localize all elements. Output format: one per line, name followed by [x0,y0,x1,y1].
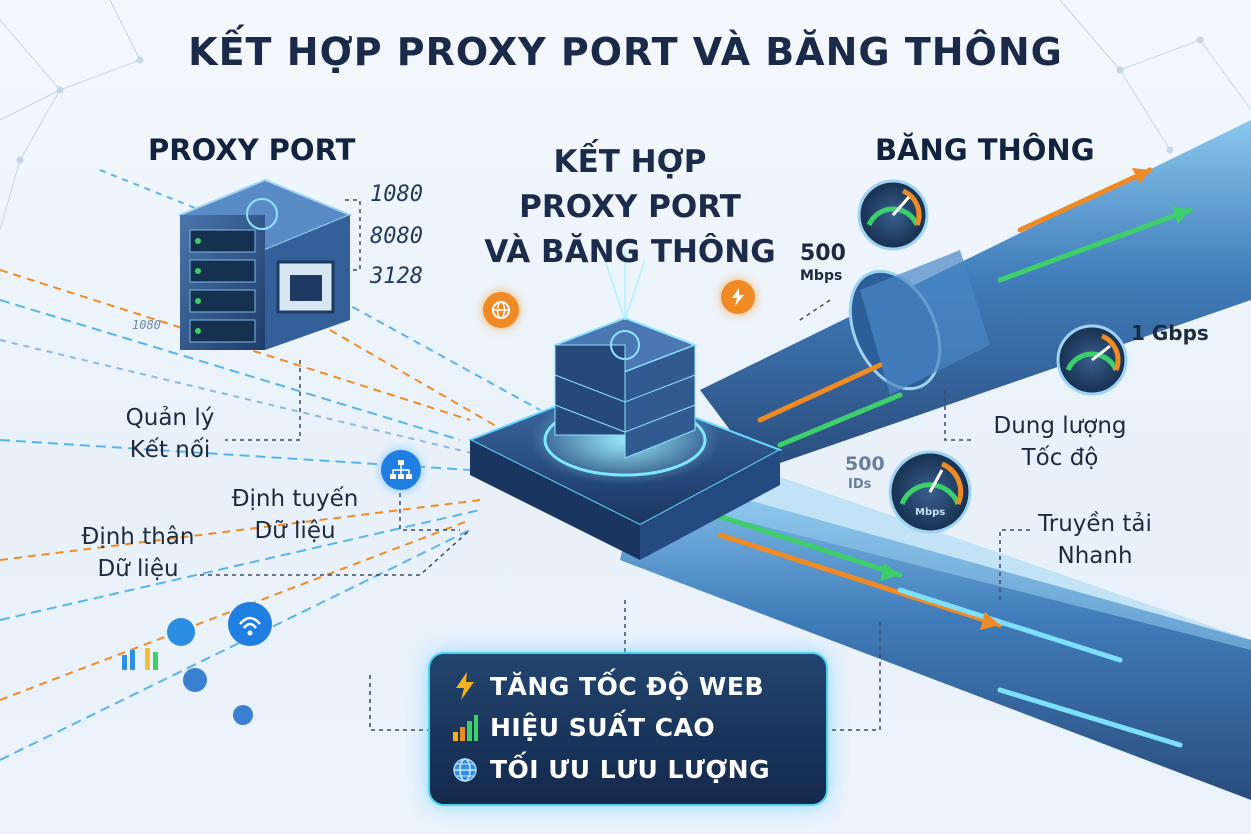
lightning-icon [456,672,474,700]
speedometer-gauges [857,179,1128,534]
lightning-icon [721,280,755,314]
network-mesh [0,0,1251,231]
speed-500-value: 500 [800,241,846,266]
label-line: Định thân [81,524,195,550]
bandwidth-heading: BĂNG THÔNG [875,133,1095,167]
proxy-port-heading: PROXY PORT [148,133,356,167]
label-line: Dung lượng [993,413,1127,439]
port-number: 1080 [370,182,423,207]
center-heading: KẾT HỢP PROXY PORT VÀ BĂNG THÔNG [475,140,785,275]
network-hierarchy-icon [381,450,421,490]
feature-box: TĂNG TỐC ĐỘ WEB HIỆU SUẤT CAO TỐI ƯU LƯU… [428,652,828,806]
feature-item: HIỆU SUẤT CAO [452,713,715,742]
gauge-value-label: 500 [845,453,885,475]
gauge-inner-unit: Mbps [915,507,946,518]
lightning-icon-glyph [732,288,744,306]
port-number: 3128 [370,264,423,289]
feature-item: TĂNG TỐC ĐỘ WEB [452,671,764,701]
port-number: 8080 [370,224,423,249]
bar-chart-icon [453,714,478,741]
feature-label: TĂNG TỐC ĐỘ WEB [490,671,765,701]
feature-item: TỐI ƯU LƯU LƯỢNG [452,755,770,784]
label-data-routing: Định tuyến Dữ liệu [220,483,370,547]
small-icons [122,602,272,725]
speed-500-unit: Mbps [800,268,843,284]
label-line: Quản lý [125,405,215,431]
speed-1g-label: 1 Gbps [1131,321,1209,345]
center-heading-line: PROXY PORT [519,189,741,225]
main-title: KẾT HỢP PROXY PORT VÀ BĂNG THÔNG [188,30,1063,74]
proxy-server [177,178,353,350]
label-capacity-speed: Dung lượng Tốc độ [975,410,1145,474]
label-fast-transfer: Truyền tải Nhanh [1025,508,1165,572]
small-port-number: 1080 [132,318,161,332]
label-line: Truyền tải [1038,511,1152,537]
label-line: Dữ liệu [254,518,336,544]
label-line: Nhanh [1057,543,1133,569]
label-line: Kết nối [129,437,211,463]
center-heading-line: KẾT HỢP [553,144,707,180]
label-connection-management: Quản lý Kết nối [110,402,230,466]
globe-icon [453,757,477,782]
feature-label: HIỆU SUẤT CAO [490,713,716,742]
label-line: Dữ liệu [97,556,179,582]
globe-icon-glyph [492,301,510,319]
center-heading-line: VÀ BĂNG THÔNG [484,234,776,270]
central-platform [467,250,783,560]
feature-label: TỐI ƯU LƯU LƯỢNG [490,755,771,784]
label-line: Tốc độ [1021,445,1099,471]
bandwidth-pipe [620,120,1251,800]
gauge-unit-label: IDs [848,477,872,492]
label-line: Định tuyến [231,486,359,512]
network-hierarchy-icon-glyph [390,460,412,479]
globe-icon [483,292,519,328]
label-data-identity: Định thân Dữ liệu [68,521,208,585]
